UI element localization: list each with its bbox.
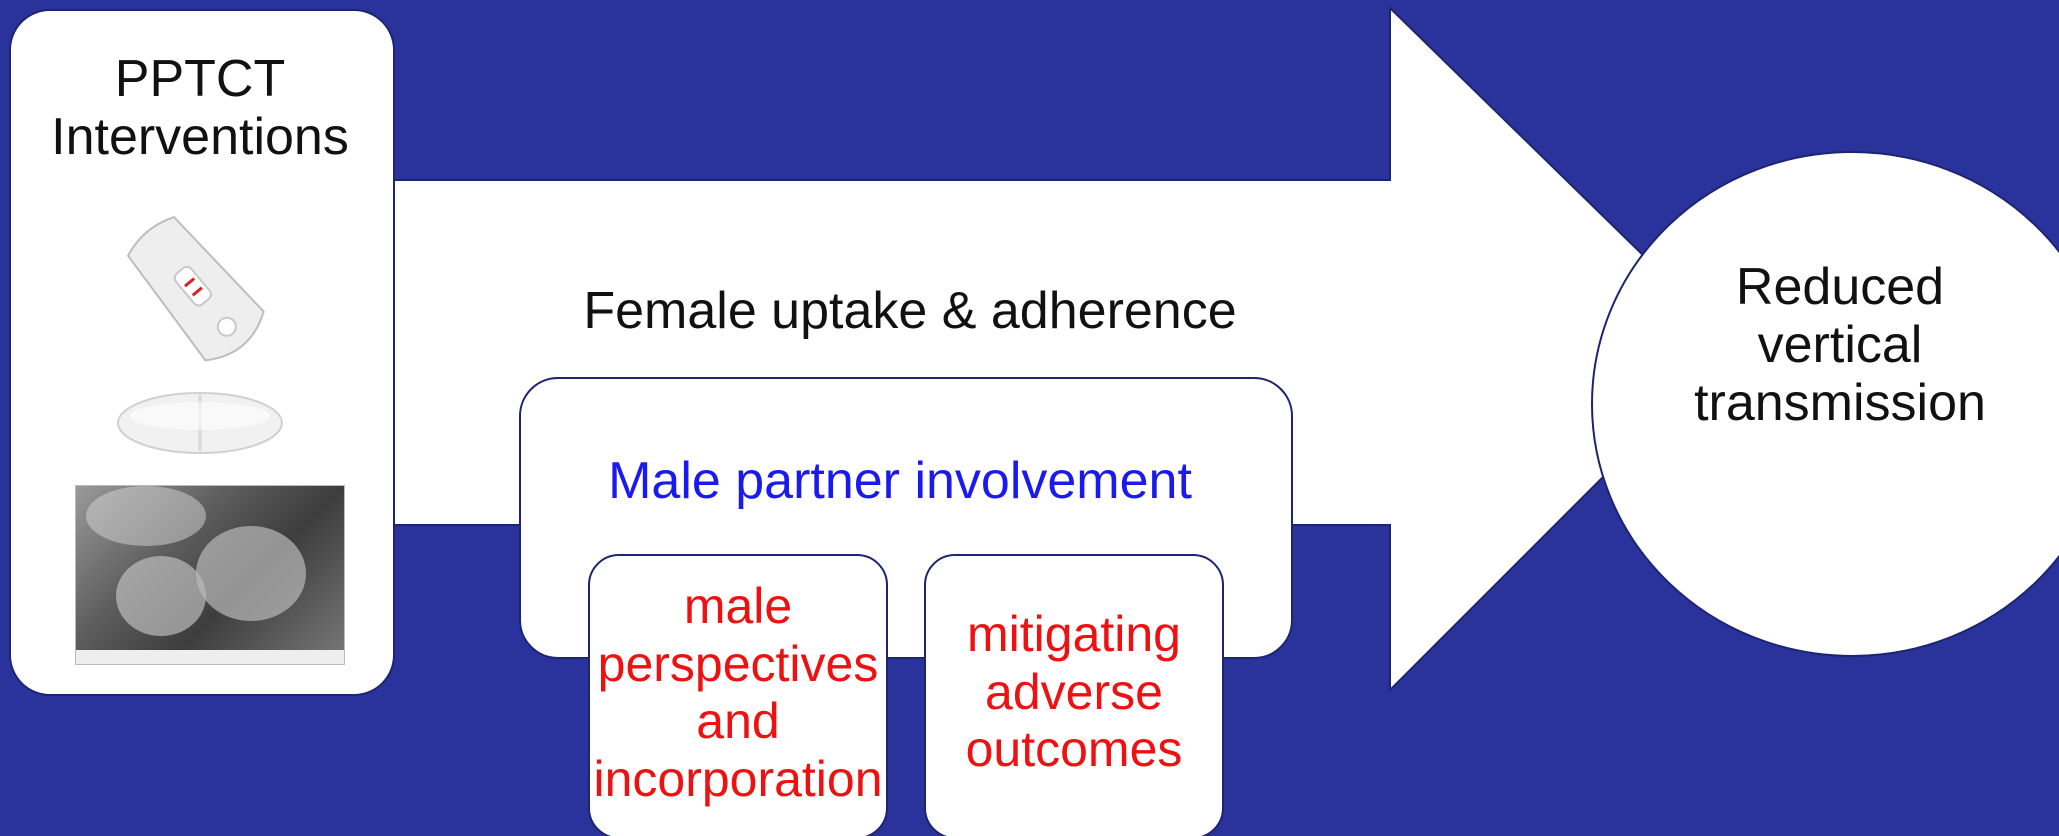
sub-label-line: and [696,693,780,749]
male-partner-label: Male partner involvement [608,452,1192,510]
outcome-line: Reduced [1735,258,1945,316]
sub-label-line: outcomes [965,721,1183,777]
outcome-line: vertical [1757,316,1923,375]
mitigating-outcomes-label: mitigating adverse outcomes [925,606,1223,779]
sub-label-line: incorporation [593,750,883,807]
outcome-line: transmission [1694,374,1986,433]
breastfeeding-photo [75,485,345,665]
pptct-title-line1: PPTCT [114,50,286,108]
sub-label-line: mitigating [967,606,1181,662]
pill-tablet-icon [117,392,283,454]
outcome-circle [1591,151,2059,657]
male-perspectives-box [588,554,888,836]
male-perspectives-label: male perspectives and incorporation [589,578,887,808]
pptct-title: PPTCT Interventions [0,50,400,166]
sub-label-line: adverse [985,663,1163,720]
mitigating-outcomes-box [924,554,1224,836]
arrow-label: Female uptake & adherence [583,282,1237,340]
hiv-test-kit-icon [126,215,265,362]
sub-label-line: male [683,578,793,634]
outcome-label: Reduced vertical transmission [1680,258,2000,433]
pptct-title-line2: Interventions [51,108,349,167]
sub-label-line: perspectives [597,635,879,692]
